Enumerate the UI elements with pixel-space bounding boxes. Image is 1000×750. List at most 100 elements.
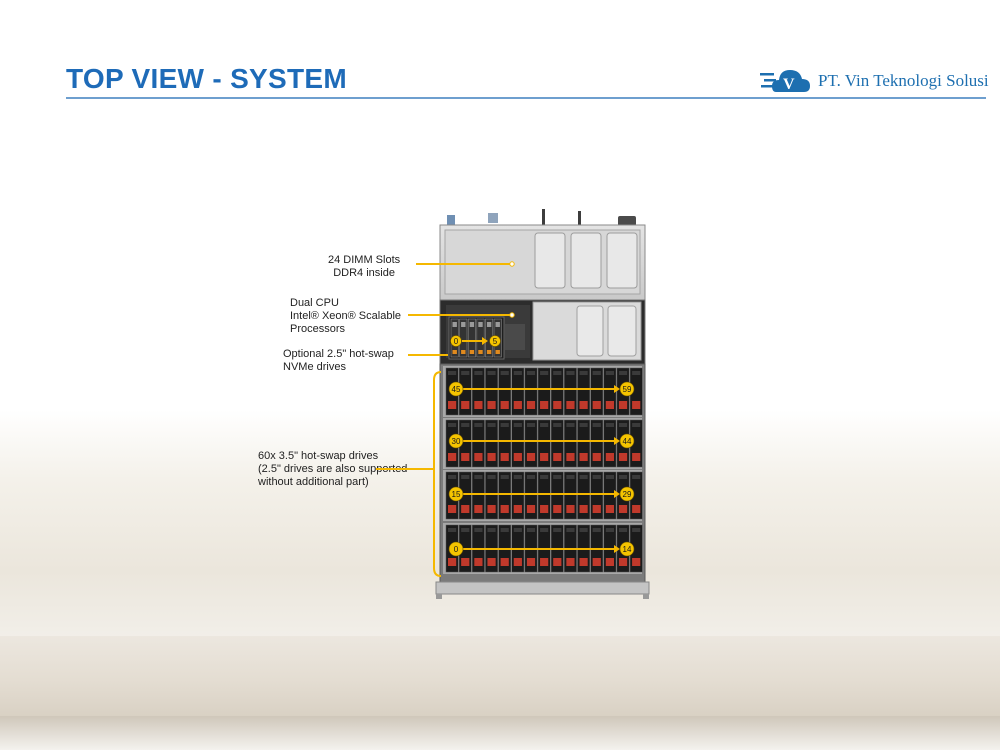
- drive-number-label: 44: [623, 437, 632, 446]
- drive-carrier-grip: [618, 528, 628, 532]
- drive-carrier-grip: [474, 423, 483, 427]
- drive-carrier-grip: [500, 423, 509, 427]
- drive-tray-release: [553, 505, 562, 513]
- drive-carrier-grip: [566, 528, 575, 532]
- nvme-status-led: [452, 350, 457, 354]
- drive-carrier-grip: [500, 528, 509, 532]
- label-nvme: Optional 2.5" hot-swap NVMe drives: [283, 348, 394, 374]
- drive-carrier-grip: [553, 528, 562, 532]
- drive-tray-release: [474, 505, 483, 513]
- drive-number-label: 0: [454, 545, 459, 554]
- nvme-status-led: [486, 350, 492, 354]
- drive-carrier-grip: [540, 475, 549, 479]
- drive-number-badge: [489, 335, 501, 347]
- drive-tray-release: [566, 558, 575, 566]
- drive-carrier-grip: [566, 371, 575, 375]
- drive-carrier-grip: [605, 475, 614, 479]
- drive-tray-release: [474, 453, 483, 461]
- drive-tray-release: [513, 401, 522, 409]
- drive-tray-release: [632, 453, 641, 461]
- drive-tray-release: [526, 401, 536, 409]
- drive-carrier-grip: [461, 528, 470, 532]
- drive-carrier-grip: [448, 423, 457, 427]
- drive-carrier-grip: [513, 475, 522, 479]
- drive-tray-release: [500, 558, 509, 566]
- drive-tray-release: [632, 505, 641, 513]
- drive-number-label: 59: [623, 385, 632, 394]
- drive-tray-release: [579, 453, 588, 461]
- drive-tray-release: [474, 558, 483, 566]
- drive-carrier-grip: [448, 528, 457, 532]
- drive-carrier-grip: [487, 475, 496, 479]
- arrow-head: [614, 385, 620, 393]
- drive-tray-release: [592, 401, 601, 409]
- drive-carrier-grip: [566, 423, 575, 427]
- drive-carrier-grip: [553, 371, 562, 375]
- drive-carrier-grip: [513, 528, 522, 532]
- label-line: Intel® Xeon® Scalable: [290, 310, 401, 322]
- arrow-head: [482, 337, 488, 345]
- drive-tray-release: [540, 453, 549, 461]
- drive-tray-release: [553, 558, 562, 566]
- drive-carrier-grip: [632, 528, 641, 532]
- drive-tray-release: [526, 558, 536, 566]
- drive-tray-release: [605, 453, 614, 461]
- nvme-drive-bay: [476, 318, 485, 358]
- callout-lines: [376, 261, 515, 577]
- label-line: without additional part): [258, 476, 369, 488]
- drive-number-label: 15: [452, 490, 461, 499]
- drive-tray-release: [618, 401, 628, 409]
- drive-tray-release: [500, 453, 509, 461]
- company-logo: V PT. Vin Teknologi Solusi: [758, 64, 993, 98]
- drive-tray-release: [540, 401, 549, 409]
- drive-tray-release: [500, 505, 509, 513]
- nvme-status-led: [478, 350, 483, 354]
- arrow-head: [614, 437, 620, 445]
- company-name: PT. Vin Teknologi Solusi: [818, 71, 989, 90]
- background-band-middle: [0, 636, 1000, 716]
- drive-tray-release: [513, 505, 522, 513]
- label-line: Optional 2.5" hot-swap: [283, 348, 394, 360]
- drive-carrier-grip: [632, 475, 641, 479]
- drive-tray-release: [487, 401, 496, 409]
- drive-carrier-grip: [618, 423, 628, 427]
- drive-carrier-grip: [579, 371, 588, 375]
- drive-tray-release: [461, 558, 470, 566]
- drive-tray-release: [500, 401, 509, 409]
- drive-number-badge: [450, 335, 462, 347]
- drive-carrier-grip: [526, 371, 536, 375]
- drive-tray-release: [553, 401, 562, 409]
- nvme-bay-latch: [478, 322, 483, 327]
- drives-bracket: [433, 371, 442, 577]
- drive-carrier-grip: [553, 423, 562, 427]
- drive-tray-release: [448, 453, 457, 461]
- drive-tray-release: [632, 401, 641, 409]
- drive-carrier-grip: [526, 528, 536, 532]
- drive-carrier-grip: [474, 528, 483, 532]
- drive-carrier-grip: [592, 475, 601, 479]
- drive-carrier-grip: [540, 371, 549, 375]
- label-line: NVMe drives: [283, 361, 346, 373]
- drive-carrier-grip: [618, 371, 628, 375]
- chassis-front-panel: [435, 581, 650, 595]
- drive-number-badge: [448, 486, 464, 502]
- drive-tray-release: [526, 505, 536, 513]
- drive-tray-release: [579, 401, 588, 409]
- drive-tray-release: [592, 505, 601, 513]
- drive-carrier-grip: [500, 475, 509, 479]
- background-band-lower: [0, 716, 1000, 750]
- nvme-drive-bay: [467, 318, 476, 358]
- drive-tray-release: [618, 558, 628, 566]
- nvme-status-led: [495, 350, 500, 354]
- drive-tray-release: [632, 558, 641, 566]
- label-cpu: Dual CPU Intel® Xeon® Scalable Processor…: [290, 297, 401, 336]
- drive-number-label: 14: [623, 545, 632, 554]
- drive-number-label: 5: [493, 337, 498, 346]
- drive-tray-release: [448, 505, 457, 513]
- label-line: Dual CPU: [290, 297, 339, 309]
- drive-carrier-grip: [487, 423, 496, 427]
- arrow-head: [614, 545, 620, 553]
- label-dimm-slots: 24 DIMM Slots DDR4 inside: [328, 254, 400, 280]
- label-line: 24 DIMM Slots: [328, 254, 401, 266]
